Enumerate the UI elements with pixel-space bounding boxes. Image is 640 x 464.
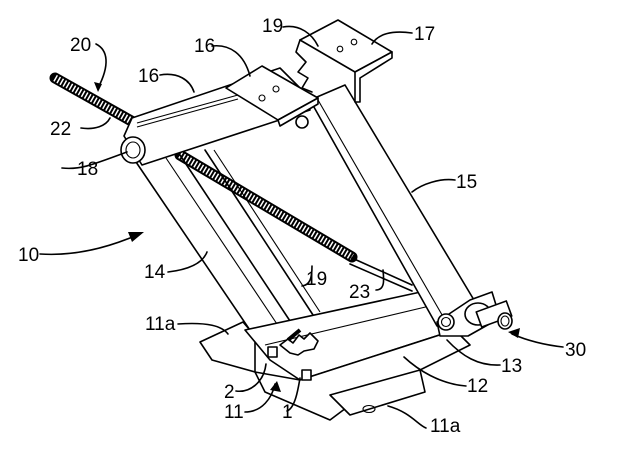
label-23: 23	[349, 282, 370, 303]
label-15: 16	[138, 66, 159, 87]
label-2: 2	[224, 382, 235, 403]
label-19-bottom: 19	[306, 269, 327, 290]
label-20: 20	[70, 35, 91, 56]
mounting-plate-16-right	[295, 19, 393, 103]
label-1: 1	[282, 402, 293, 423]
reference-labels: 20 22 18 16 16 19 17 15 10 14 19 23 11a …	[18, 16, 586, 437]
upper-arm-13	[309, 84, 513, 337]
label-10: 10	[18, 245, 39, 266]
leader-lines	[39, 25, 564, 429]
lead-screw	[49, 72, 413, 292]
label-19-top: 19	[262, 16, 283, 37]
label-14: 14	[144, 262, 166, 283]
label-30: 30	[565, 340, 586, 361]
gear-teeth-lower	[279, 328, 319, 356]
label-11a-left: 11a	[145, 314, 176, 335]
label-16-left: 16	[194, 36, 215, 57]
label-22: 22	[50, 119, 71, 140]
label-17: 13	[501, 356, 522, 377]
label-11: 11	[224, 402, 244, 423]
mounting-plate-16-left	[225, 65, 319, 129]
label-11a-right: 11a	[430, 416, 461, 437]
label-13: 15	[456, 172, 477, 193]
label-18: 18	[77, 159, 98, 180]
label-16-right: 17	[414, 24, 435, 45]
label-12: 12	[467, 376, 488, 397]
lower-arm-14	[135, 149, 321, 343]
